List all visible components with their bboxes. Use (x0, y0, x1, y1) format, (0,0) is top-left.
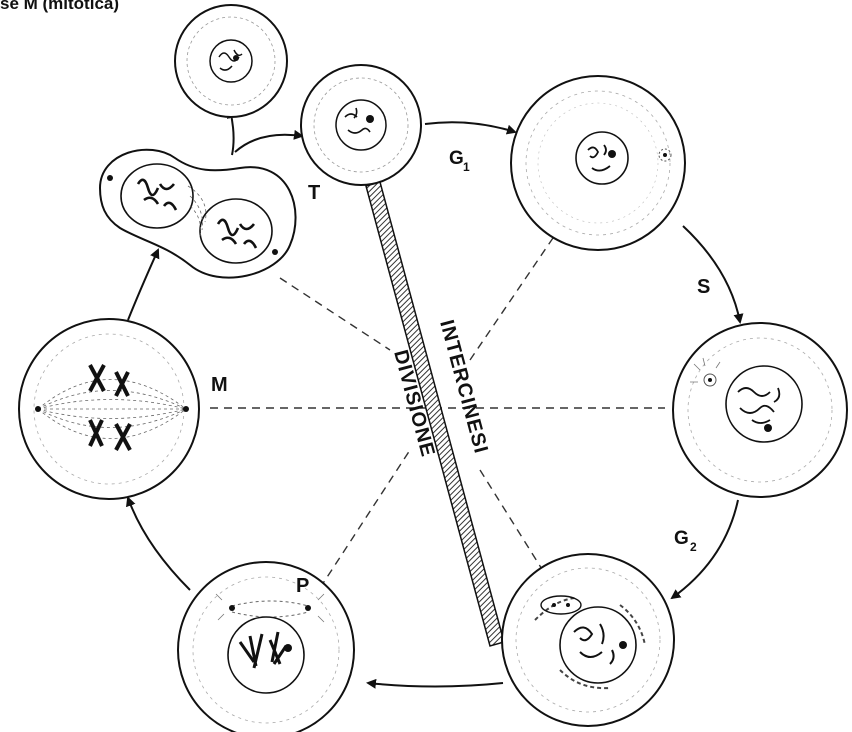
cell-prophase (177, 561, 355, 732)
label-g1: G (449, 148, 464, 169)
arrow-p-to-m (126, 496, 191, 591)
cell-telophase (98, 148, 297, 279)
arrow-g1 (424, 121, 517, 135)
arrow-bottom (366, 678, 504, 689)
label-g2-sub: 2 (690, 540, 697, 554)
cycle-arrows (126, 108, 744, 689)
cell-late-g2 (501, 553, 675, 727)
arrow-s (682, 225, 744, 324)
arrow-g2 (670, 499, 739, 600)
label-g1-sub: 1 (463, 160, 470, 174)
division-bar (365, 181, 505, 647)
label-m: M (211, 374, 228, 396)
arrow-m-to-t (127, 248, 160, 321)
arrow-to-daughter-right (234, 129, 304, 153)
label-p: P (296, 575, 309, 597)
daughter-cell-right (300, 64, 422, 186)
label-t: T (308, 182, 320, 204)
cell-s-g2 (672, 322, 848, 498)
label-g2: G (674, 528, 689, 549)
cell-g1 (510, 75, 686, 251)
cell-metaphase (18, 318, 200, 500)
header-text: se M (mitotica) (0, 0, 120, 13)
daughter-cell-top (174, 4, 288, 118)
label-s: S (697, 276, 710, 298)
